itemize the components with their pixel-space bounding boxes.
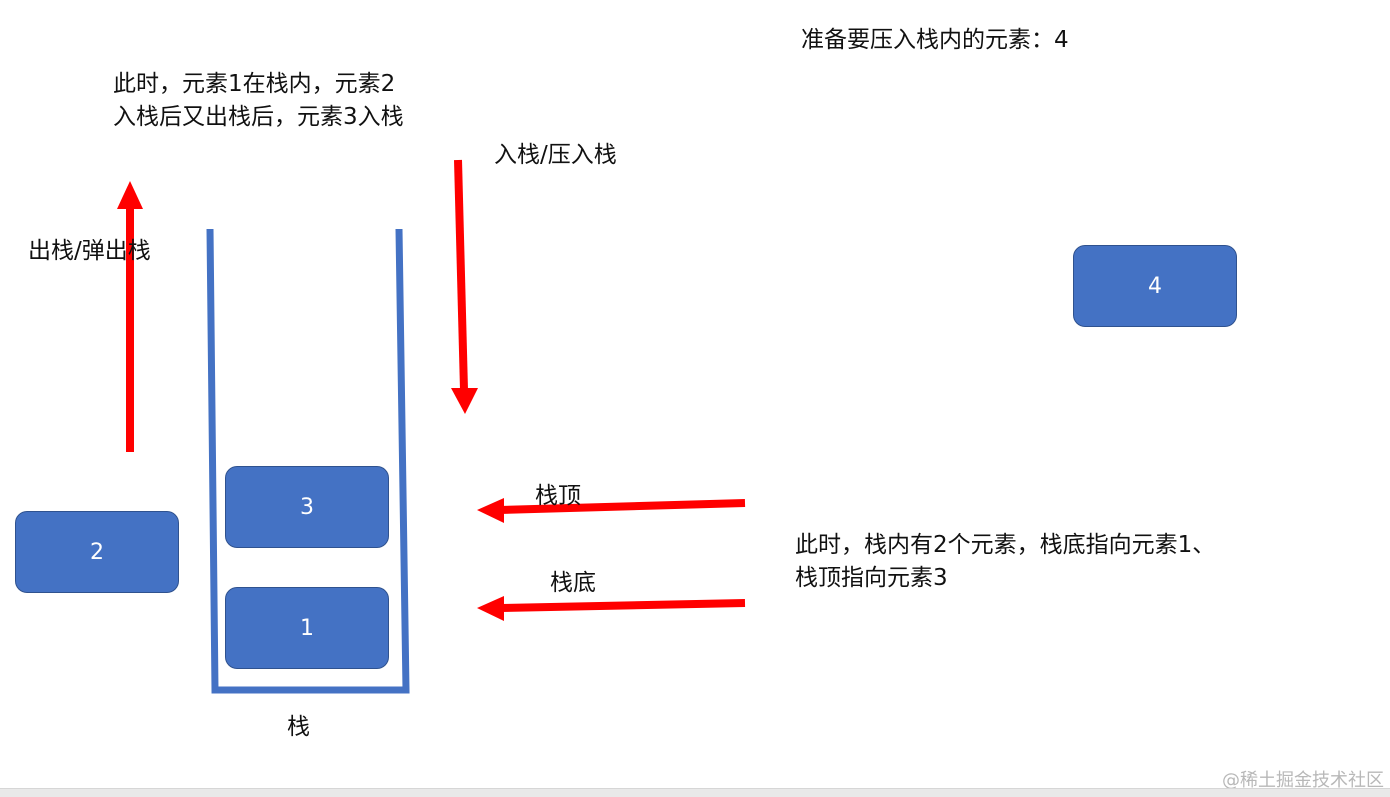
element-value: 3: [300, 494, 314, 520]
element-box-3: 3: [225, 466, 389, 548]
element-box-1: 1: [225, 587, 389, 669]
stack-bottom-label: 栈底: [550, 570, 596, 596]
top-pointer-arrow: [477, 498, 746, 523]
watermark: @稀土掘金技术社区: [1222, 770, 1384, 791]
element-box-4: 4: [1073, 245, 1237, 327]
stack-caption: 栈: [287, 714, 310, 740]
stack-top-label: 栈顶: [535, 483, 581, 509]
summary-line2: 栈顶指向元素3: [795, 565, 948, 591]
stack-container: [206, 228, 410, 694]
bottom-pointer-arrow: [477, 596, 746, 621]
push-arrow: [451, 159, 478, 414]
element-box-2: 2: [15, 511, 179, 593]
state-description-line2: 入栈后又出栈后，元素3入栈: [113, 104, 404, 130]
element-value: 4: [1148, 273, 1162, 299]
push-label: 入栈/压入栈: [494, 142, 617, 168]
element-value: 2: [90, 539, 104, 565]
pop-arrow: [117, 181, 143, 452]
element-value: 1: [300, 615, 314, 641]
state-description-line1: 此时，元素1在栈内，元素2: [113, 71, 396, 97]
pending-element-label: 准备要压入栈内的元素：4: [801, 27, 1069, 53]
summary-line1: 此时，栈内有2个元素，栈底指向元素1、: [795, 532, 1216, 558]
bottom-scroll-strip: [0, 788, 1390, 797]
pop-label: 出栈/弹出栈: [28, 238, 151, 264]
